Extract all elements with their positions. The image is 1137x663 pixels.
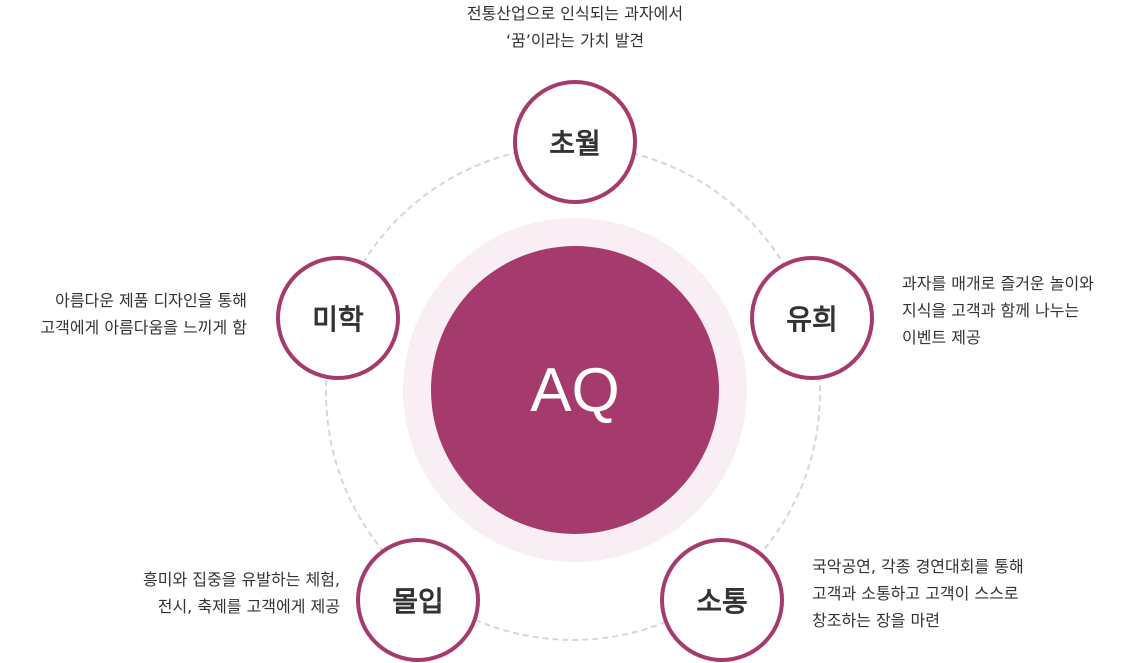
desc-communication: 국악공연, 각종 경연대회를 통해 고객과 소통하고 고객이 스스로 창조하는 … [812,557,1024,630]
node-communication: 소통 [660,538,784,662]
node-immersion: 몰입 [356,538,480,662]
desc-aesthetics: 아름다운 제품 디자인을 통해 고객에게 아름다움을 느끼게 함 [40,291,247,337]
node-play: 유희 [750,256,874,380]
center-circle-aq: AQ [431,246,719,534]
desc-play: 과자를 매개로 즐거운 놀이와 지식을 고객과 함께 나누는 이벤트 제공 [902,274,1094,347]
node-aesthetics: 미학 [276,256,400,380]
node-transcendence: 초월 [513,80,637,204]
desc-immersion: 흥미와 집중을 유발하는 체험, 전시, 축제를 고객에게 제공 [143,570,340,616]
desc-transcendence: 전통산업으로 인식되는 과자에서 ‘꿈’이라는 가치 발견 [466,4,684,50]
